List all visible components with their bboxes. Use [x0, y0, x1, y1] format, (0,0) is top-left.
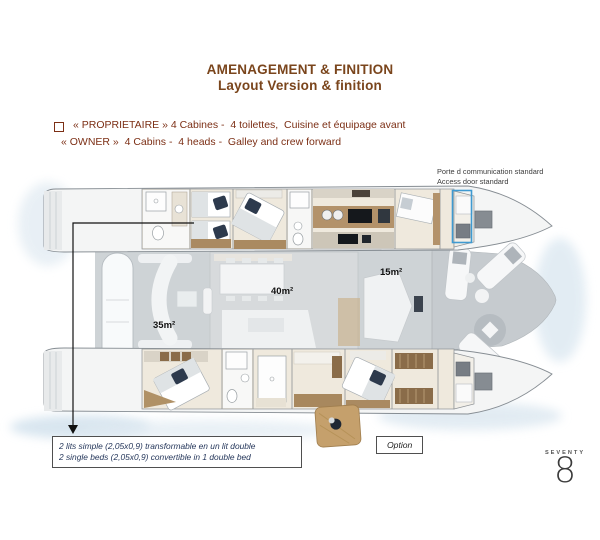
mast-base [202, 287, 213, 315]
door-note-en: Access door standard [437, 177, 509, 186]
dining-table [219, 263, 285, 295]
galley [313, 189, 394, 248]
bed-note-box: 2 lits simple (2,05x0,9) transformable e… [52, 436, 302, 468]
salon [202, 251, 360, 351]
stbd-shower [256, 355, 287, 407]
port-forepeak [455, 195, 473, 239]
starboard-hull [43, 347, 553, 415]
stbd-wardrobe [395, 353, 433, 404]
page-title-line1: AMENAGEMENT & FINITION [206, 62, 394, 77]
stbd-vanity [293, 351, 342, 407]
crew-cabin [395, 192, 440, 245]
salon-stairs [338, 298, 360, 346]
area-label-aft-cockpit: 35m² [153, 320, 176, 331]
door-highlight-box [451, 189, 473, 244]
area-label-salon: 40m² [271, 286, 294, 297]
spec-line-fr: « PROPRIETAIRE » 4 Cabines - 4 toilettes… [73, 119, 406, 131]
stbd-head [223, 350, 252, 408]
option-box: Option [376, 436, 424, 454]
bed-note-en: 2 single beds (2,05x0,9) convertible in … [59, 452, 251, 462]
brand-name: SEVENTY [544, 450, 586, 456]
helm-platform [314, 404, 362, 448]
helm-console [414, 296, 423, 312]
port-head-mid [288, 190, 311, 248]
checkbox-icon [54, 122, 64, 132]
aft-cockpit [138, 254, 198, 349]
page-title-line2: Layout Version & finition [217, 78, 382, 93]
twin-cabin [191, 191, 231, 248]
brand-logo: SEVENTY 8 [538, 450, 592, 491]
stbd-forepeak [455, 361, 473, 403]
owner-cabin [231, 189, 286, 249]
door-note-fr: Porte d communication standard [437, 167, 544, 176]
option-label: Option [387, 440, 413, 450]
stbd-fwd-cabin [341, 351, 396, 408]
leader-arrow [68, 222, 194, 434]
stbd-aft-cabin [144, 351, 210, 411]
area-label-fwd-cockpit: 15m² [380, 267, 403, 278]
dining-chairs [226, 258, 283, 301]
fwd-cockpit [363, 269, 423, 343]
cooktop [348, 209, 372, 223]
cockpit-table [176, 290, 198, 308]
brand-numeral: 8 [553, 451, 577, 491]
deck-hatches [474, 210, 493, 391]
bed-note-fr: 2 lits simple (2,05x0,9) transformable e… [59, 441, 256, 451]
port-hull [43, 185, 553, 253]
port-head-aft [143, 190, 189, 248]
spec-line-en: « OWNER » 4 Cabins - 4 heads - Galley an… [61, 136, 342, 148]
